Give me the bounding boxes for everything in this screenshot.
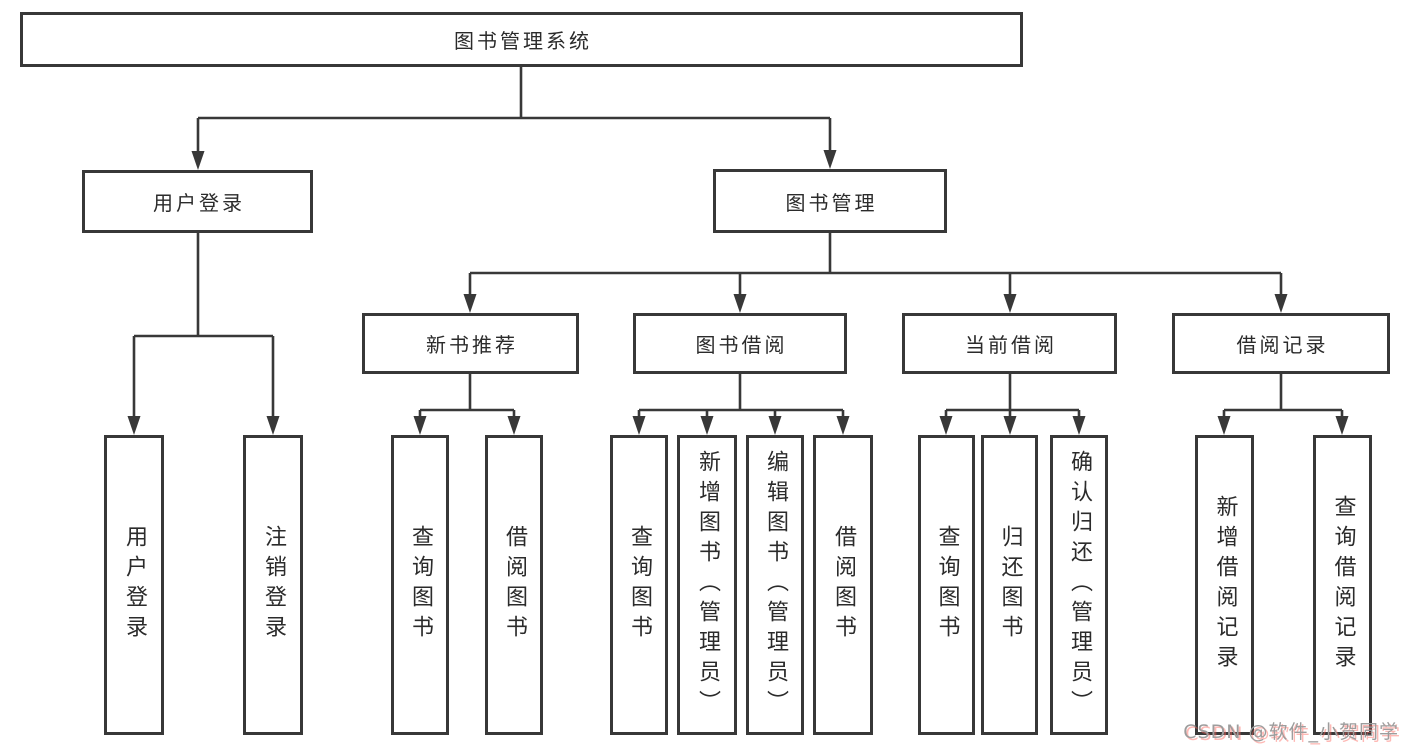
leaf-confirm-return-admin: 确认归还（管理员） bbox=[1050, 435, 1108, 735]
node-user-login: 用户登录 bbox=[82, 170, 313, 233]
node-book-management-system: 图书管理系统 bbox=[20, 12, 1023, 67]
leaf-user-login: 用户登录 bbox=[104, 435, 164, 735]
leaf-query-borrow-record: 查询借阅记录 bbox=[1313, 435, 1372, 735]
node-new-book-recommend: 新书推荐 bbox=[362, 313, 579, 374]
leaf-logout: 注销登录 bbox=[243, 435, 303, 735]
leaf-edit-book-admin: 编辑图书（管理员） bbox=[746, 435, 804, 735]
leaf-borrow-books: 借阅图书 bbox=[813, 435, 873, 735]
leaf-return-book: 归还图书 bbox=[981, 435, 1038, 735]
node-book-borrow: 图书借阅 bbox=[633, 313, 847, 374]
leaf-add-book-admin: 新增图书（管理员） bbox=[677, 435, 737, 735]
node-current-borrow: 当前借阅 bbox=[902, 313, 1117, 374]
node-borrow-records: 借阅记录 bbox=[1172, 313, 1390, 374]
leaf-query-books-current: 查询图书 bbox=[918, 435, 975, 735]
leaf-add-borrow-record: 新增借阅记录 bbox=[1195, 435, 1254, 735]
csdn-watermark: CSDN @软件_小贺同学 bbox=[1183, 721, 1399, 743]
leaf-borrow-books-recommend: 借阅图书 bbox=[485, 435, 543, 735]
node-book-management: 图书管理 bbox=[713, 169, 947, 233]
leaf-query-books-recommend: 查询图书 bbox=[391, 435, 449, 735]
arrowheads bbox=[127, 150, 1349, 435]
leaf-query-books-borrow: 查询图书 bbox=[610, 435, 668, 735]
